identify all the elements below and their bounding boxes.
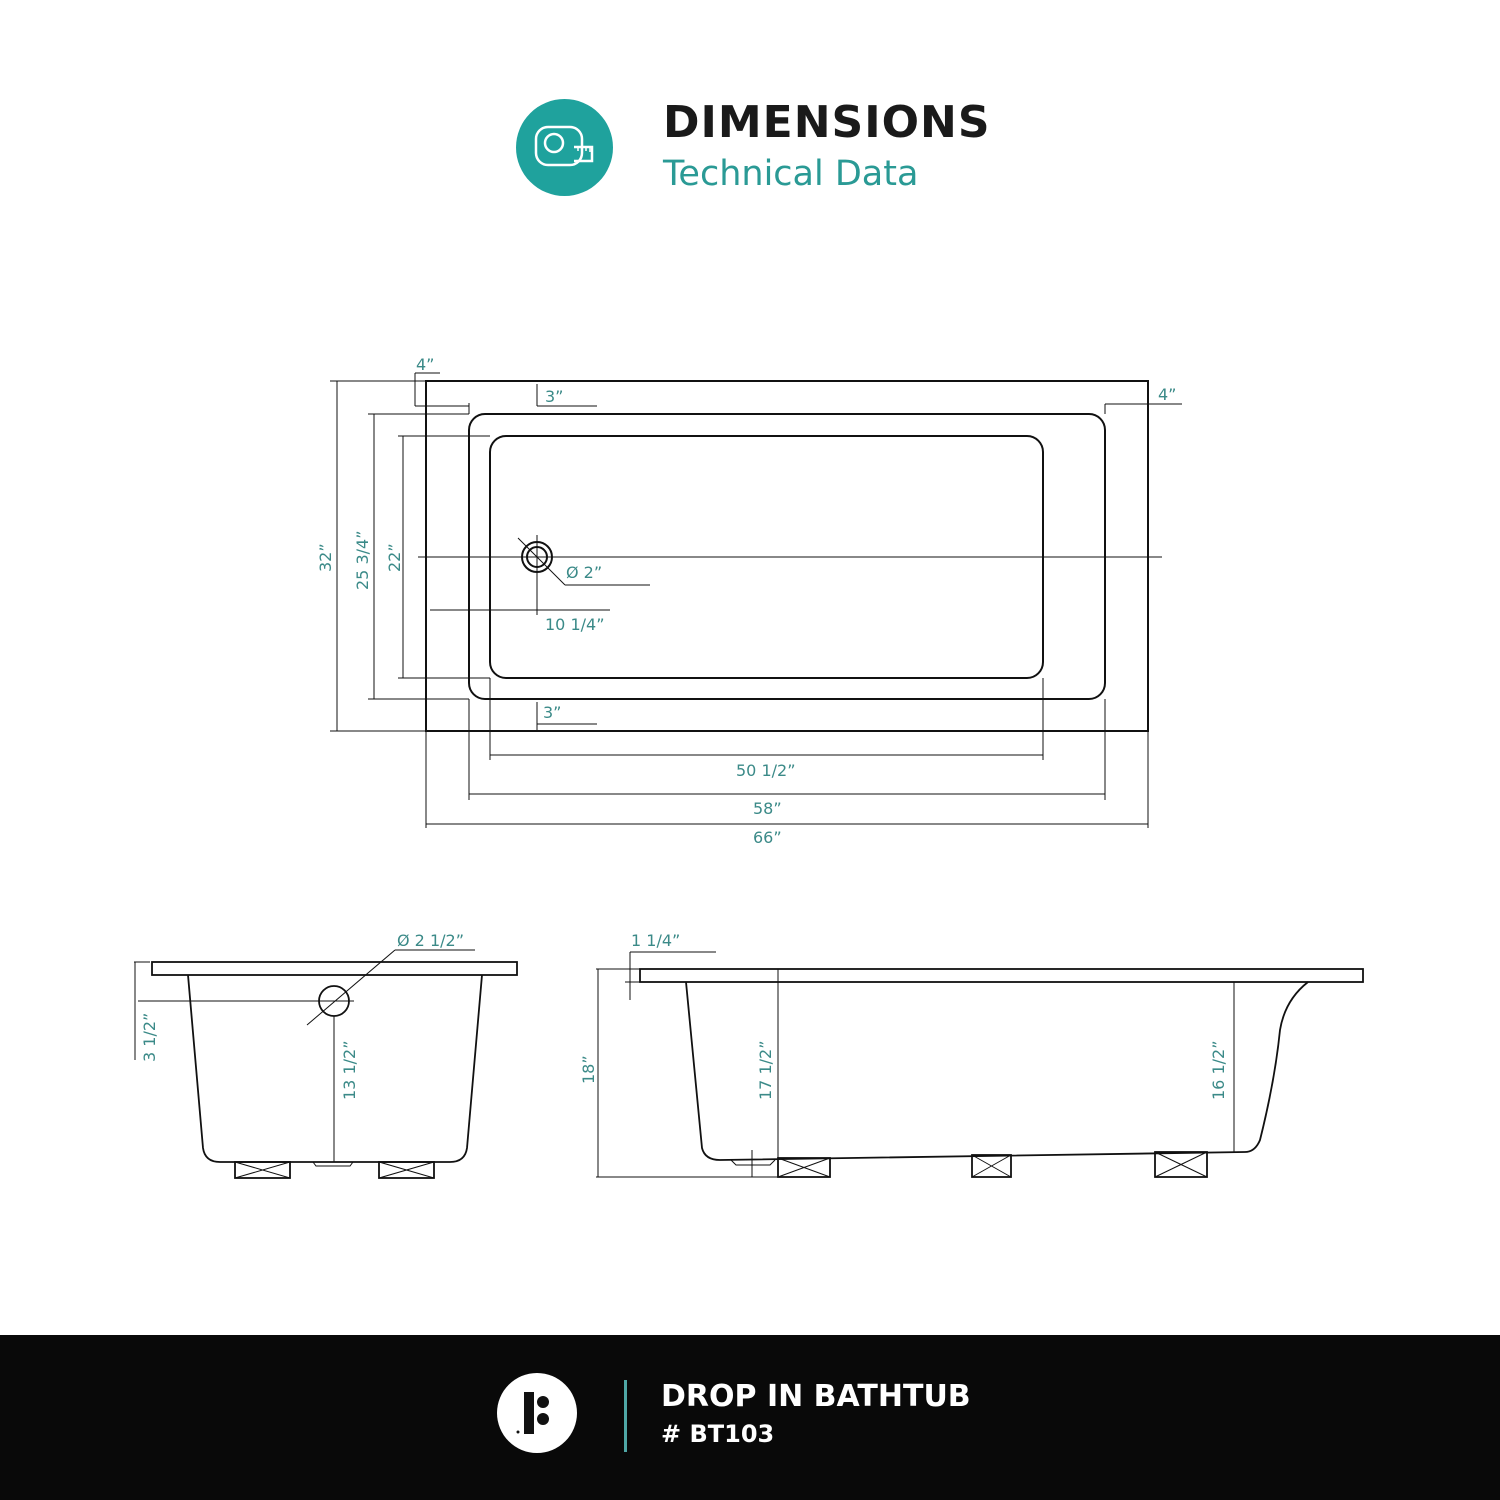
footer-divider xyxy=(624,1380,627,1452)
dim-basin-width: 58” xyxy=(753,799,782,818)
dim-basin-depth: 25 3/4” xyxy=(353,531,372,590)
dim-overflow-diameter: Ø 2 1/2” xyxy=(397,931,464,950)
dim-rim-thickness: 1 1/4” xyxy=(631,931,680,950)
dim-left-deck: 4” xyxy=(416,355,434,374)
page-subtitle: Technical Data xyxy=(663,154,919,194)
dim-depth-far-end: 16 1/2” xyxy=(1209,1041,1228,1100)
dim-overall-depth: 32” xyxy=(316,543,335,572)
dim-drain-offset: 10 1/4” xyxy=(545,615,604,634)
footer-bar: DROP IN BATHTUB # BT103 xyxy=(0,1335,1500,1500)
dim-overall-width: 66” xyxy=(753,828,782,847)
brand-logo-icon xyxy=(497,1373,577,1453)
dim-bottom-deck: 3” xyxy=(543,703,561,722)
dim-overflow-from-top: 3 1/2” xyxy=(140,1013,159,1062)
dim-top-deck: 3” xyxy=(545,387,563,406)
tape-measure-icon xyxy=(516,98,613,196)
page-title: DIMENSIONS xyxy=(663,97,991,148)
dim-floor-width: 50 1/2” xyxy=(736,761,795,780)
technical-drawing: 4” 3” 4” Ø 2” 10 1/4” 3” 50 1/2” 58” 66”… xyxy=(134,355,1364,1179)
dim-right-deck: 4” xyxy=(1158,385,1176,404)
header: DIMENSIONS Technical Data xyxy=(516,98,991,196)
dim-overflow-height: 13 1/2” xyxy=(340,1041,359,1100)
dim-overall-height: 18” xyxy=(579,1055,598,1084)
model-number: # BT103 xyxy=(661,1420,775,1448)
dim-depth-drain-end: 17 1/2” xyxy=(756,1041,775,1100)
tub-outer-rim xyxy=(425,380,1149,732)
dim-floor-depth: 22” xyxy=(385,543,404,572)
product-name: DROP IN BATHTUB xyxy=(661,1379,971,1414)
dim-drain-diameter: Ø 2” xyxy=(566,563,602,582)
